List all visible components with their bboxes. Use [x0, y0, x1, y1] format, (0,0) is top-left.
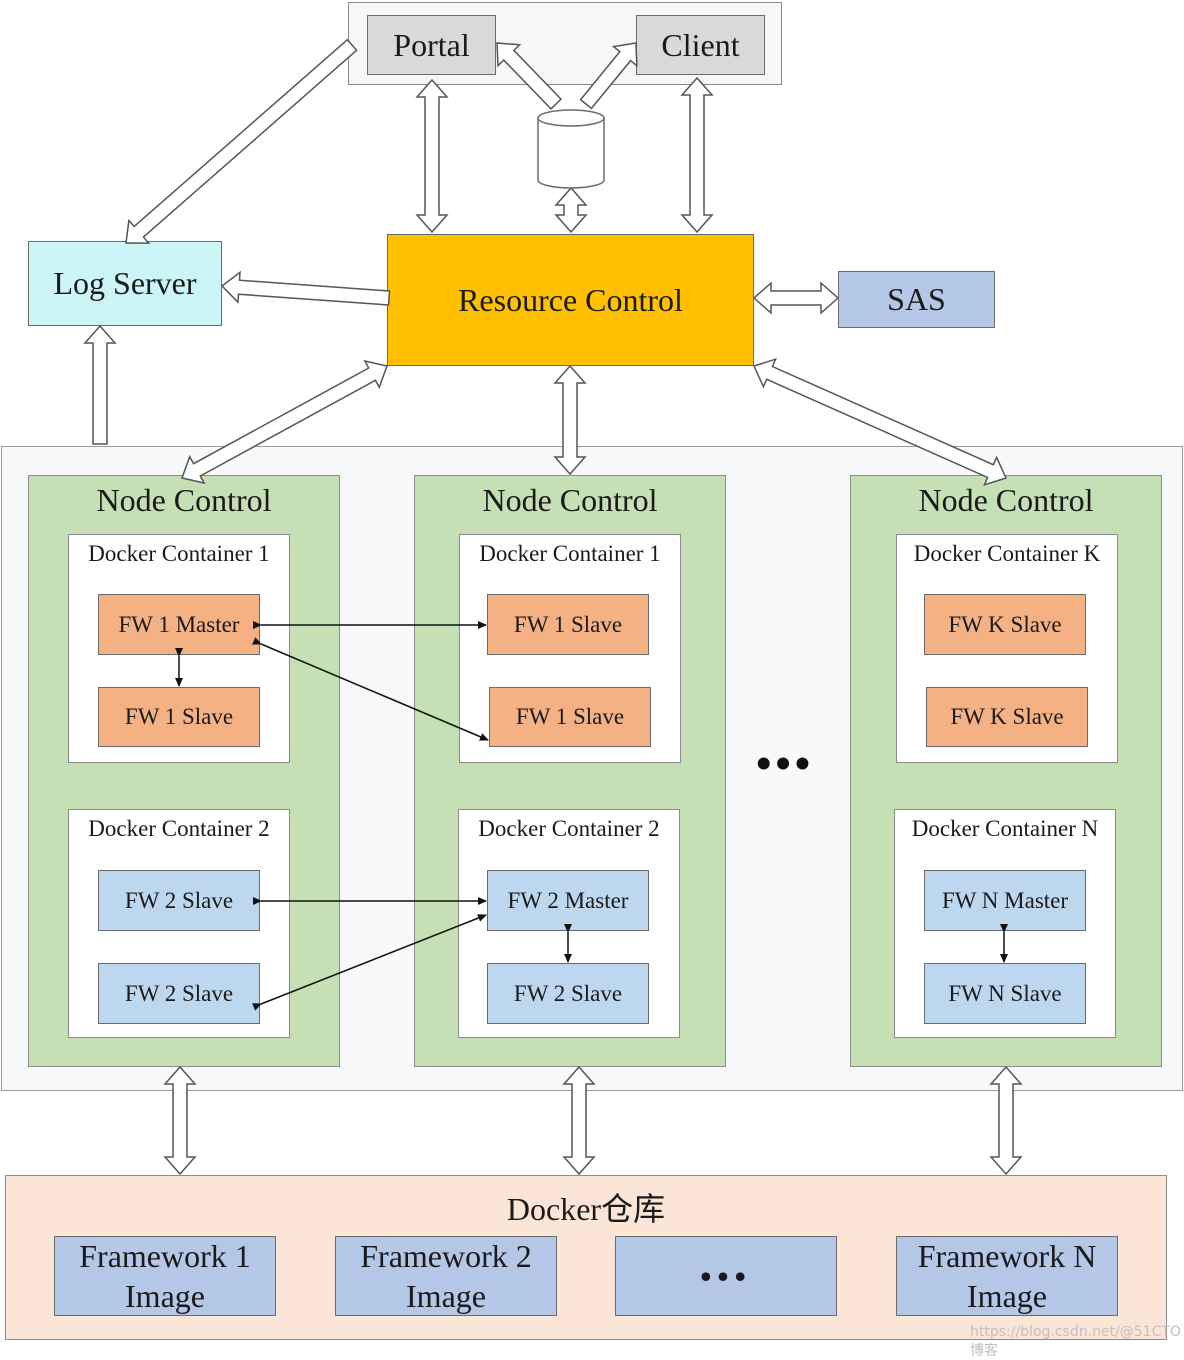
- fw-label: FW K Slave: [948, 611, 1062, 637]
- fw-slave[interactable]: FW K Slave: [924, 594, 1086, 655]
- fw-label: FW 2 Master: [507, 887, 629, 913]
- fw-label: FW 1 Slave: [515, 704, 625, 729]
- fw-slave[interactable]: FW N Slave: [924, 963, 1086, 1024]
- resource-control-box[interactable]: Resource Control: [387, 234, 754, 366]
- fw1-master-slave2-link: [252, 637, 489, 741]
- portal-resource-arrow: [415, 78, 449, 234]
- fw-label: FW 1 Master: [118, 611, 240, 637]
- image-label-line1: Framework N: [917, 1238, 1097, 1274]
- fw-slave[interactable]: FW 2 Slave: [98, 870, 260, 931]
- more-nodes-ellipsis: •••: [756, 739, 815, 788]
- portal-label: Portal: [393, 26, 470, 63]
- client-label: Client: [661, 26, 740, 63]
- log-server-box[interactable]: Log Server: [28, 241, 222, 326]
- resource-sas-arrow: [752, 281, 840, 315]
- container-title: Docker Container N: [911, 816, 1099, 841]
- resource-to-log-arrow: [220, 270, 391, 306]
- client-resource-arrow: [680, 76, 714, 234]
- sas-label: SAS: [887, 281, 946, 317]
- node1-repo-arrow: [163, 1065, 197, 1176]
- fw-slave[interactable]: FW 1 Slave: [487, 594, 649, 655]
- container-title: Docker Container K: [913, 541, 1101, 566]
- framework-image[interactable]: Framework 2 Image: [335, 1236, 557, 1316]
- image-label-line2: Image: [406, 1278, 486, 1314]
- fw2-slave2-master-link: [252, 914, 487, 1011]
- db-to-portal-arrow: [496, 42, 563, 110]
- node2-repo-arrow: [562, 1065, 596, 1176]
- fw-master[interactable]: FW N Master: [924, 870, 1086, 931]
- fw-label: FW 1 Slave: [513, 611, 623, 637]
- framework-image[interactable]: Framework N Image: [896, 1236, 1118, 1316]
- container-title: Docker Container 2: [478, 816, 660, 841]
- framework-image[interactable]: Framework 1 Image: [54, 1236, 276, 1316]
- fw-label: FW 2 Slave: [124, 887, 234, 913]
- fw-label: FW N Slave: [948, 980, 1062, 1006]
- resource-node2-arrow: [553, 364, 587, 476]
- sas-box[interactable]: SAS: [838, 271, 995, 328]
- container-title: Docker Container 1: [88, 541, 270, 566]
- fw-label: FW 2 Slave: [513, 980, 623, 1006]
- database-icon: [537, 109, 605, 189]
- portal-box[interactable]: Portal: [367, 15, 496, 75]
- resource-node3-arrow: [752, 357, 1008, 487]
- docker-repository-title: Docker仓库: [506, 1191, 666, 1227]
- fw-master[interactable]: FW 1 Master: [98, 594, 260, 655]
- resource-node1-arrow: [181, 359, 388, 485]
- portal-to-log-arrow: [125, 38, 358, 244]
- image-label-line1: Framework 1: [79, 1238, 251, 1274]
- node-control-title: Node Control: [918, 482, 1094, 518]
- fw-slave[interactable]: FW 1 Slave: [98, 687, 260, 747]
- image-label-line1: Framework 2: [360, 1238, 532, 1274]
- fw-slave[interactable]: FW 2 Slave: [98, 963, 260, 1024]
- container-title: Docker Container 1: [479, 541, 661, 566]
- fw-master[interactable]: FW 2 Master: [487, 870, 649, 931]
- fw-label: FW N Master: [941, 887, 1069, 913]
- fw-slave[interactable]: FW 2 Slave: [487, 963, 649, 1024]
- image-label-line2: Image: [967, 1278, 1047, 1314]
- fw-slave[interactable]: FW 1 Slave: [489, 687, 651, 747]
- framework-image-more[interactable]: •••: [615, 1236, 837, 1316]
- container-title: Docker Container 2: [88, 816, 270, 841]
- node-control-title: Node Control: [96, 482, 272, 518]
- image-label-line2: Image: [125, 1278, 205, 1314]
- cluster-to-log-arrow: [83, 324, 117, 445]
- fw-label: FW 1 Slave: [124, 704, 234, 729]
- image-ellipsis: •••: [700, 1258, 752, 1294]
- fw-label: FW 2 Slave: [124, 980, 234, 1006]
- fw-label: FW K Slave: [950, 704, 1064, 729]
- resource-control-label: Resource Control: [458, 281, 683, 318]
- node3-repo-arrow: [989, 1065, 1023, 1176]
- client-box[interactable]: Client: [636, 15, 765, 75]
- fw-slave[interactable]: FW K Slave: [926, 687, 1088, 747]
- db-to-client-arrow: [579, 42, 638, 110]
- db-resource-arrow: [554, 186, 588, 234]
- log-server-label: Log Server: [53, 265, 197, 301]
- node-control-title: Node Control: [482, 482, 658, 518]
